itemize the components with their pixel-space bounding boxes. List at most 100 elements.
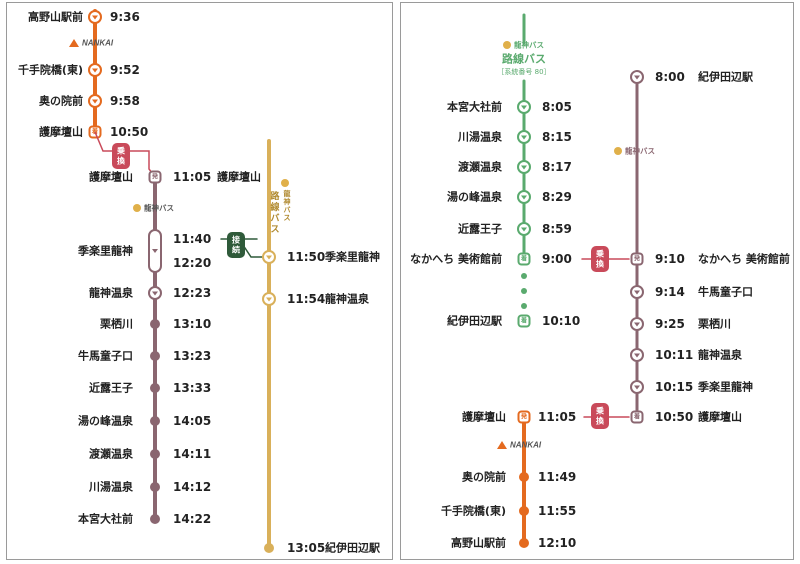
departure-node (630, 252, 644, 266)
arrival-node-mark: 着 (91, 128, 98, 136)
station-name: 季楽里龍神 (697, 380, 753, 394)
station-time: 13:10 (173, 317, 211, 331)
connect-badge-char-2: 続 (232, 245, 240, 255)
station-name: 川湯温泉 (88, 480, 134, 494)
station-node-arrow-icon (521, 135, 527, 140)
ryujin-bus-logo-mark-icon (133, 204, 141, 212)
station-node-arrow-icon (92, 68, 98, 73)
station-node-arrow-icon (266, 255, 272, 260)
station-name: 高野山駅前 (451, 536, 506, 550)
station-name: 龍神温泉 (698, 348, 743, 362)
ryujin-vertical-logo-icon (281, 179, 289, 187)
rosen-bus-label: 路線バス (502, 52, 546, 66)
station-node-arrow-icon (634, 75, 640, 80)
station-time: 9:00 (542, 252, 572, 266)
station-name: なかへち 美術館前 (410, 252, 502, 266)
station-node-arrow-icon (521, 165, 527, 170)
station-node-arrow-icon (634, 290, 640, 295)
station-time: 10:15 (655, 380, 693, 394)
station-time: 12:10 (538, 536, 576, 550)
departure-node (148, 170, 162, 184)
ryujin-bus-logo-text: 龍神バス (144, 203, 174, 213)
station-name: 川湯温泉 (457, 130, 503, 144)
station-node-arrow-icon (521, 227, 527, 232)
station-name: 奥の院前 (461, 470, 506, 484)
ryujin-vertical-char: 神 (284, 197, 291, 206)
station-time: 10:50 (655, 410, 693, 424)
arrival-node (630, 410, 644, 424)
ryujin-bus-label: 龍神バス (514, 40, 544, 50)
rosen-vertical-char: バ (270, 213, 279, 224)
station-node (150, 482, 160, 492)
station-time: 14:22 (173, 512, 211, 526)
station-node (519, 506, 529, 516)
station-time: 9:52 (110, 63, 140, 77)
transfer-badge-char-2: 換 (117, 156, 126, 166)
station-time: 14:05 (173, 414, 211, 428)
station-node (150, 351, 160, 361)
departure-node (517, 410, 531, 424)
station-node (150, 383, 160, 393)
station-node (150, 319, 160, 329)
departure-node-mark: 発 (152, 173, 159, 181)
arrival-node (517, 314, 531, 328)
arrival-node (517, 252, 531, 266)
station-time: 11:05 (538, 410, 576, 424)
station-time: 13:23 (173, 349, 211, 363)
transfer-badge-top-char-1: 乗 (596, 249, 604, 259)
connect-badge-char-1: 接 (232, 235, 240, 245)
rosen-vertical-char: 路 (270, 190, 280, 202)
ellipsis-dot (521, 273, 527, 279)
station-name: 湯の峰温泉 (447, 190, 503, 204)
station-node (519, 472, 529, 482)
ryujin-vertical-char: バ (284, 206, 291, 214)
system-number-label: ［系統番号 80］ (497, 67, 550, 76)
station-time: 12:23 (173, 286, 211, 300)
ellipsis-dot (521, 303, 527, 309)
station-time: 12:20 (173, 256, 211, 270)
down-arrow-icon (152, 249, 158, 253)
station-node (519, 538, 529, 548)
station-name: 紀伊田辺駅 (325, 541, 380, 555)
station-time: 11:05 (173, 170, 211, 184)
station-name: 護摩壇山 (462, 410, 506, 424)
station-name: 近露王子 (458, 222, 502, 236)
station-time: 10:50 (110, 125, 148, 139)
nankai-logo-right-text: NANKAI (510, 441, 542, 450)
ryujin-vertical-char: ス (284, 214, 291, 222)
station-node-arrow-icon (266, 297, 272, 302)
nankai-logo-mark-icon (69, 39, 79, 47)
station-node (150, 416, 160, 426)
transfer-badge-top-char-2: 換 (596, 259, 605, 269)
transfer-badge-bottom-char-1: 乗 (596, 406, 604, 416)
station-node-arrow-icon (634, 353, 640, 358)
arrival-node-mark: 着 (633, 413, 640, 421)
station-time: 8:17 (542, 160, 572, 174)
station-name: 本宮大社前 (447, 100, 502, 114)
station-name: 千手院橋(東) (441, 504, 506, 518)
station-name: 紀伊田辺駅 (698, 70, 753, 84)
station-name: 奥の院前 (38, 94, 83, 108)
station-name: 高野山駅前 (28, 10, 83, 24)
departure-node-mark: 発 (634, 255, 641, 263)
transfer-badge-top (591, 246, 609, 272)
station-node-arrow-icon (152, 291, 158, 296)
nankai-logo-right-mark-icon (497, 441, 507, 449)
station-time: 9:36 (110, 10, 140, 24)
nankai-logo-text: NANKAI (82, 39, 114, 48)
station-name: なかへち 美術館前 (698, 252, 790, 266)
station-name: 龍神温泉 (89, 286, 134, 300)
station-time: 14:12 (173, 480, 211, 494)
station-time: 9:25 (655, 317, 685, 331)
station-name: 季楽里龍神 (77, 244, 133, 258)
station-name: 龍神温泉 (325, 292, 370, 306)
ryujin-vertical-char: 龍 (284, 189, 291, 198)
station-name: 湯の峰温泉 (78, 414, 134, 428)
transfer-badge-char-1: 乗 (117, 146, 125, 156)
transfer-badge-bottom (591, 403, 609, 429)
station-time: 8:15 (542, 130, 572, 144)
connect-badge (227, 232, 245, 258)
station-name: 近露王子 (89, 381, 133, 395)
arrival-node-mark: 着 (520, 317, 527, 325)
